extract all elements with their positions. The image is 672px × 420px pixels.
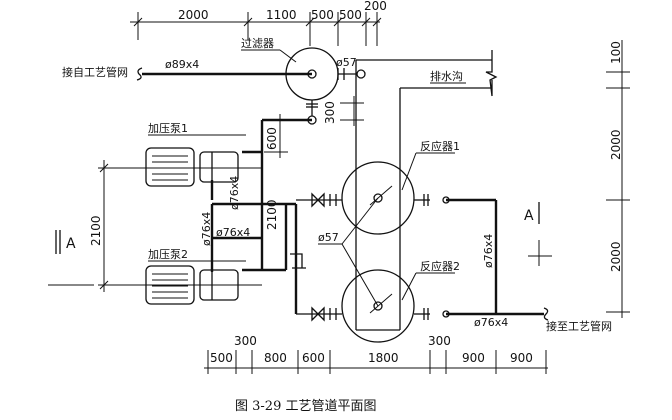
- dim-top-5: 200: [364, 0, 387, 13]
- reactor-link: ø57: [318, 197, 379, 307]
- dim-filter-drop: 300: [323, 101, 337, 124]
- reactor-1: 反应器1 ø76x4: [294, 139, 498, 314]
- dim-right-3: 2000: [609, 241, 623, 272]
- dim-bottom-2: 300: [234, 334, 257, 348]
- reactor-link-spec: ø57: [318, 231, 339, 244]
- dim-bottom-3: 800: [264, 351, 287, 365]
- outlet-pipe-spec: ø76x4: [474, 316, 508, 329]
- reactor-2: 反应器2 ø76x4 接至工艺管网: [296, 259, 612, 343]
- break-symbol-icon: [543, 307, 549, 321]
- pump2-label: 加压泵2: [148, 248, 188, 261]
- drain-label: 排水沟: [430, 69, 463, 83]
- section-marker-right: A: [524, 202, 552, 266]
- reactor1-label: 反应器1: [420, 139, 460, 153]
- filter-outlet-spec: ø57: [336, 56, 357, 69]
- pump1-label: 加压泵1: [148, 122, 188, 135]
- reactor2-label: 反应器2: [420, 259, 460, 273]
- pump1-motor: [145, 147, 195, 187]
- dim-right-2: 2000: [609, 129, 623, 160]
- dim-bottom-4: 600: [302, 351, 325, 365]
- gate-valve-icon: [311, 306, 325, 322]
- filter-label: 过滤器: [241, 37, 274, 50]
- dim-bottom-7: 900: [462, 351, 485, 365]
- dim-top-2: 1100: [266, 8, 297, 22]
- dim-right-1: 100: [609, 41, 623, 64]
- drain-trench: 排水沟: [355, 50, 498, 331]
- break-symbol-icon: [136, 67, 143, 81]
- dim-pump-riser: 2100: [265, 199, 279, 230]
- dim-bottom-6: 300: [428, 334, 451, 348]
- pump-1: 加压泵1 ø76x4 600: [98, 114, 312, 270]
- top-dimension-chain: 2000 1100 500 500 200: [130, 0, 387, 46]
- pump2-motor: [145, 265, 195, 305]
- gate-valve-icon: [311, 192, 325, 208]
- outlet-riser-spec: ø76x4: [482, 234, 495, 268]
- dim-top-3: 500: [311, 8, 334, 22]
- dim-bottom-8: 900: [510, 351, 533, 365]
- right-dimension-chain: 100 2000 2000: [606, 40, 630, 318]
- section-label-left: A: [66, 236, 76, 252]
- outlet-label: 接至工艺管网: [546, 319, 612, 333]
- inlet-line: 接自工艺管网 ø89x4: [62, 58, 312, 81]
- reactor1-body: [341, 161, 415, 235]
- dim-bottom-5: 1800: [368, 351, 399, 365]
- figure-caption: 图 3-29 工艺管道平面图: [235, 399, 376, 414]
- section-label-right: A: [524, 208, 534, 224]
- reactor2-body: [341, 269, 415, 343]
- pump-header-spec: ø76x4: [216, 226, 250, 239]
- left-dimension: 2100 A: [48, 160, 109, 292]
- dim-bottom-1: 500: [210, 351, 233, 365]
- inlet-pipe-spec: ø89x4: [165, 58, 199, 71]
- pump-2: 加压泵2 ø76x4 ø76x4 2100: [98, 199, 306, 305]
- dim-top-4: 500: [339, 8, 362, 22]
- pump2-riser-spec: ø76x4: [200, 212, 213, 246]
- dim-top-1: 2000: [178, 8, 209, 22]
- inlet-label: 接自工艺管网: [62, 65, 128, 79]
- dim-left: 2100: [89, 215, 103, 246]
- bottom-dimension-chain: 500 300 800 600 1800 300 900 900: [204, 334, 548, 374]
- dim-pump1-drop: 600: [265, 127, 279, 150]
- pump2-casing: [199, 269, 239, 301]
- pump1-riser-spec: ø76x4: [228, 176, 241, 210]
- filter: 过滤器 ø57 300: [241, 37, 366, 126]
- pump1-casing: [199, 151, 239, 183]
